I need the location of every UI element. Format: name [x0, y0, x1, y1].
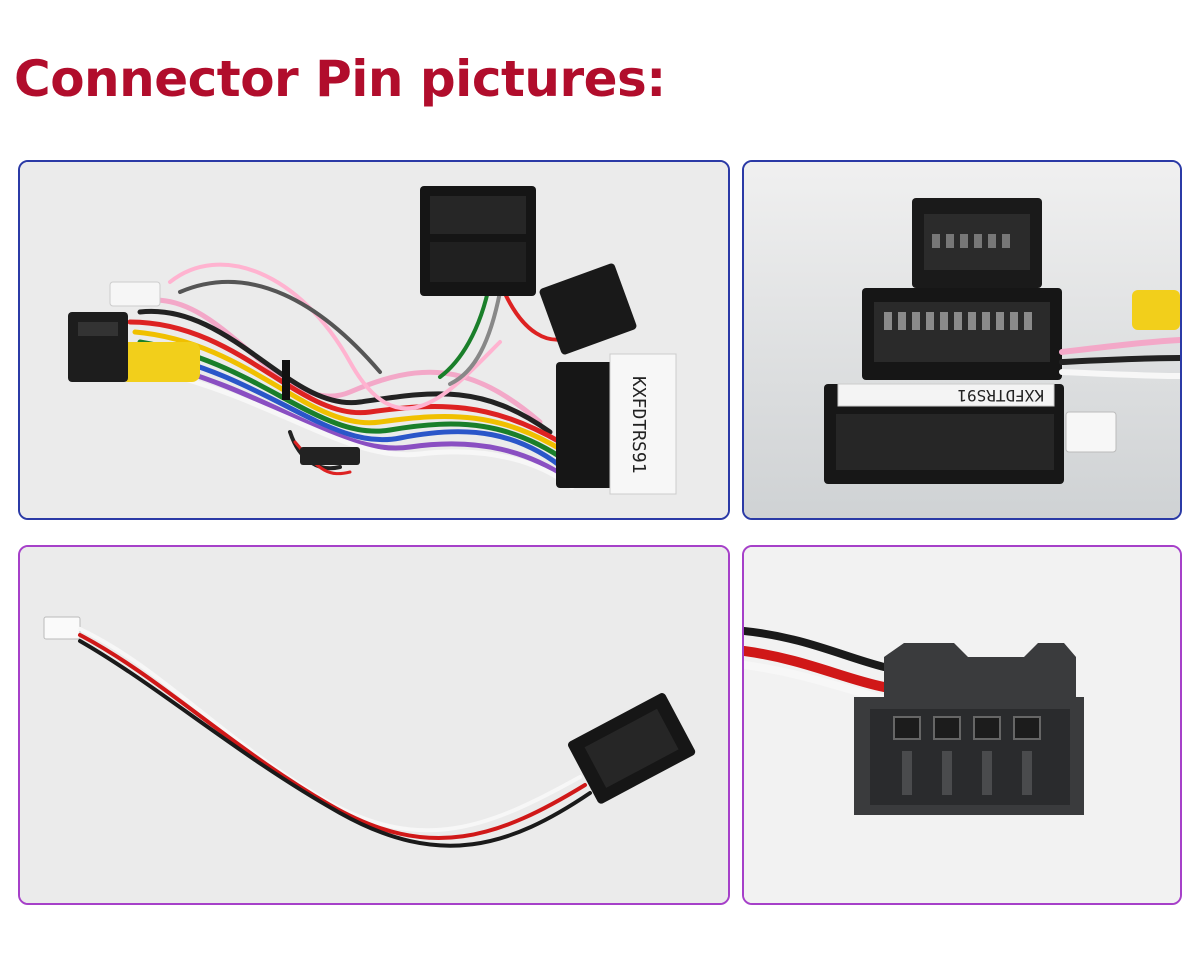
- harness-photo: KXFDTRS91: [18, 160, 730, 520]
- connectors-closeup-photo: KXFDTRS91: [742, 160, 1182, 520]
- small-cable-photo: [18, 545, 730, 905]
- closeup-label-text: KXFDTRS91: [957, 386, 1044, 405]
- harness-label-text: KXFDTRS91: [628, 376, 649, 474]
- plug-closeup-photo: [742, 545, 1182, 905]
- page-title: Connector Pin pictures:: [14, 50, 666, 108]
